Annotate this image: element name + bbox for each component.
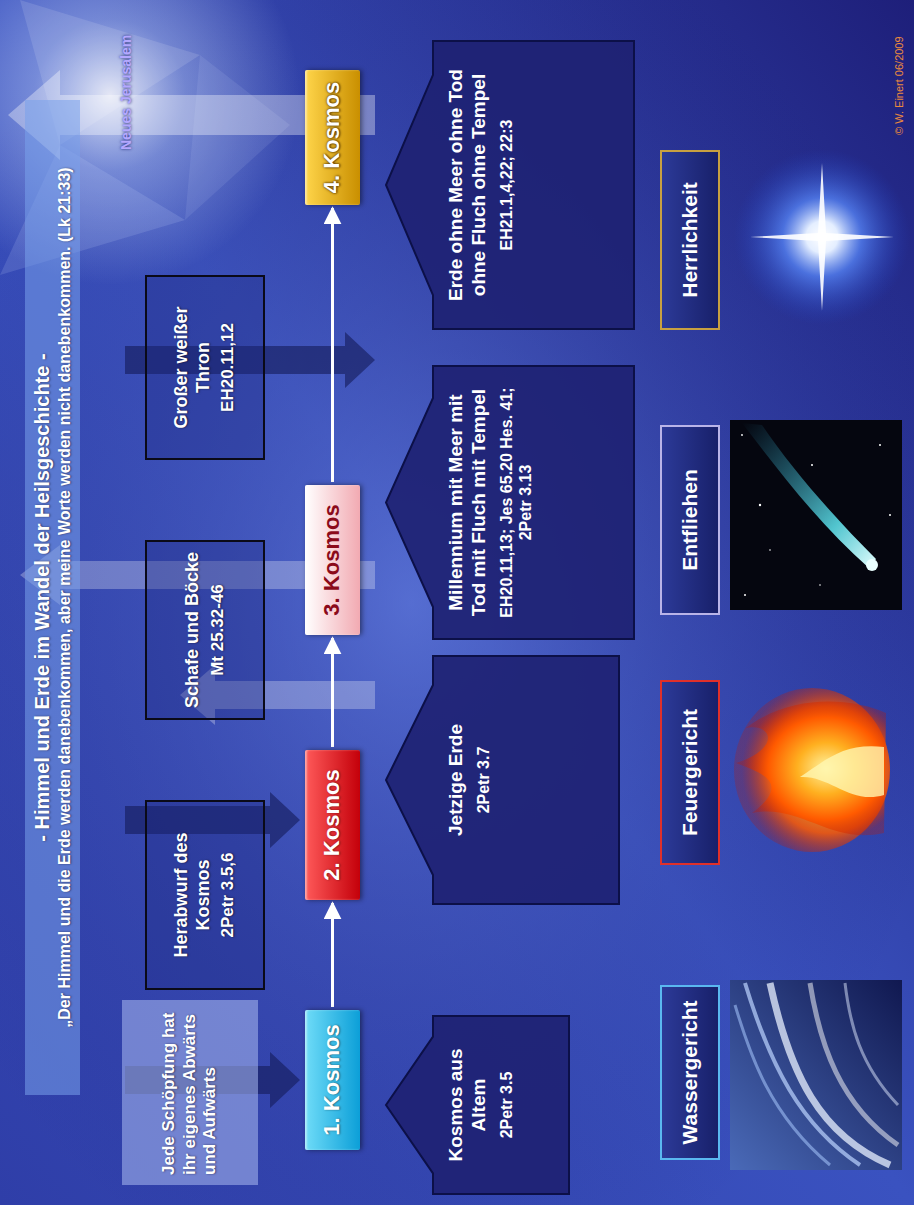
fire-picture: [734, 688, 890, 852]
bible-reference: Mt 25.32-46: [208, 550, 228, 710]
judgement-box: Großer weißer ThronEH20.11,12: [145, 275, 265, 460]
cosmos-band: 2. Kosmos: [305, 750, 360, 900]
box-text: Kosmos aus Altem: [445, 1027, 491, 1183]
quote: „Der Himmel und die Erde werden danebenk…: [55, 112, 75, 1083]
box-text: Wassergericht: [677, 995, 702, 1150]
copyright: © W. Einert 06/2009: [893, 36, 905, 135]
box-text: Feuergericht: [677, 690, 702, 855]
judgement-box: Herabwurf des Kosmos2Petr 3.5,6: [145, 800, 265, 990]
box-text: 1. Kosmos: [319, 1018, 345, 1142]
title: - Himmel und Erde im Wandel der Heilsges…: [30, 112, 55, 1083]
judgement-label: Feuergericht: [660, 680, 720, 865]
bible-reference: EH21.1,4,22; 22:3: [497, 52, 516, 318]
transition-arrow: [331, 903, 334, 1007]
box-text: 3. Kosmos: [319, 493, 345, 627]
box-text: Großer weißer Thron: [171, 285, 214, 450]
arrow-box: Jetzige Erde 2Petr 3.7: [385, 655, 620, 905]
transition-arrow: [331, 208, 334, 482]
arrow-box-outline: [385, 655, 620, 905]
bible-reference: 2Petr 3.5: [497, 1027, 516, 1183]
cosmos-band: 3. Kosmos: [305, 485, 360, 635]
box-text: Entfliehen: [677, 435, 702, 605]
judgement-label: Herrlichkeit: [660, 150, 720, 330]
bible-reference: EH20.11,12: [218, 285, 238, 450]
note-box: Jede Schöpfung hat ihr eigenes Abwärts u…: [122, 1000, 258, 1185]
place-label: Neues Jerusalem: [118, 35, 134, 150]
judgement-label: Wassergericht: [660, 985, 720, 1160]
arrow-box: Kosmos aus Altem 2Petr 3.5: [385, 1015, 570, 1195]
arrow-box: Millennium mit Meer mit Tod mit Fluch mi…: [385, 365, 635, 640]
transition-arrow: [331, 638, 334, 747]
bible-reference: EH20.11,13; Jes 65.20 Hes. 41; 2Petr 3.1…: [497, 377, 535, 628]
judgement-label: Entfliehen: [660, 425, 720, 615]
box-text: 2. Kosmos: [319, 758, 345, 892]
box-text: Schafe und Böcke: [182, 550, 204, 710]
cosmos-band: 1. Kosmos: [305, 1010, 360, 1150]
bible-reference: 2Petr 3.7: [474, 667, 493, 893]
box-text: Jede Schöpfung hat ihr eigenes Abwärts u…: [159, 1010, 220, 1175]
comet-picture: [730, 420, 902, 610]
cosmos-band: 4. Kosmos: [305, 70, 360, 205]
judgement-box: Schafe und BöckeMt 25.32-46: [145, 540, 265, 720]
bible-reference: 2Petr 3.5,6: [218, 810, 238, 980]
box-text: Herabwurf des Kosmos: [171, 810, 214, 980]
title-band: - Himmel und Erde im Wandel der Heilsges…: [25, 100, 80, 1095]
box-text: Millennium mit Meer mit Tod mit Fluch mi…: [445, 377, 491, 628]
water-picture: [730, 980, 902, 1170]
box-text: Herrlichkeit: [677, 160, 702, 320]
box-text: Jetzige Erde: [445, 667, 468, 893]
box-text: Erde ohne Meer ohne Tod ohne Fluch ohne …: [445, 52, 491, 318]
box-text: 4. Kosmos: [319, 78, 345, 197]
glory-star: [734, 149, 910, 325]
arrow-box: Erde ohne Meer ohne Tod ohne Fluch ohne …: [385, 40, 635, 330]
